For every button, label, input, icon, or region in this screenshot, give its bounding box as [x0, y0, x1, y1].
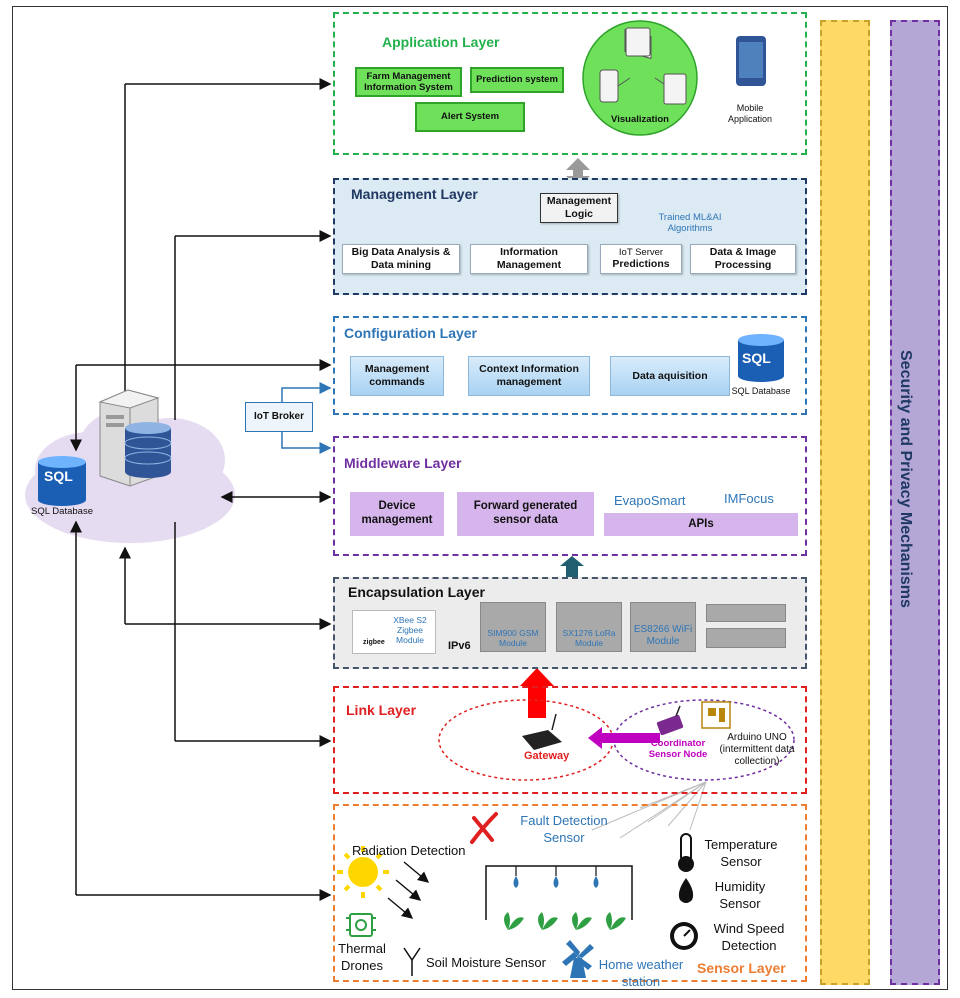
- grey-module-slot-1: [706, 604, 786, 622]
- visualization-label[interactable]: Visualization: [611, 114, 669, 125]
- big-data-box[interactable]: Big Data Analysis & Data mining: [342, 244, 460, 274]
- sensor-layer: [333, 804, 807, 982]
- thermometer-icon: [678, 833, 694, 872]
- iot-server-box[interactable]: IoT Server Predictions: [600, 244, 682, 274]
- humidity-sensor-label[interactable]: Humidity Sensor: [714, 879, 766, 911]
- left-connector-lines: [70, 78, 332, 901]
- wifi-module-box[interactable]: [630, 602, 696, 652]
- plant-icons: [504, 912, 626, 930]
- mobile-phone-icon: [736, 36, 766, 86]
- predictions-label: Predictions: [612, 258, 670, 271]
- gateway-label[interactable]: Gateway: [524, 750, 570, 762]
- wifi-label: ES8266 WiFi Module: [633, 624, 693, 647]
- database-icon: [124, 422, 172, 478]
- wind-speed-label[interactable]: Wind Speed Detection: [713, 921, 785, 953]
- temperature-sensor-label[interactable]: Temperature Sensor: [704, 837, 778, 869]
- application-layer-title: Application Layer: [382, 34, 500, 50]
- data-image-box[interactable]: Data & Image Processing: [690, 244, 796, 274]
- configuration-layer: [333, 316, 807, 415]
- gauge-icon: [670, 922, 698, 950]
- sql-cylinder-left: [38, 456, 86, 506]
- context-information-box[interactable]: Context Information management: [468, 356, 590, 396]
- iot-broker-box[interactable]: IoT Broker: [245, 402, 313, 432]
- lora-module-box[interactable]: [556, 602, 622, 652]
- diagram-frame: [12, 6, 948, 990]
- left-sql-label: SQL Database: [31, 506, 93, 517]
- gsm-label: SIM900 GSM Module: [487, 628, 539, 649]
- farm-mis-box[interactable]: Farm Management Information System: [355, 67, 462, 97]
- information-management-box[interactable]: Information Management: [470, 244, 588, 274]
- sensor-layer-title: Sensor Layer: [697, 960, 786, 976]
- evaposmart-label: EvapoSmart: [614, 493, 686, 508]
- config-sql-label: SQL Database: [731, 386, 791, 396]
- visualization-circle: [582, 20, 698, 136]
- apis-box[interactable]: APIs: [604, 513, 798, 536]
- gateway-router-icon: [522, 713, 562, 750]
- windmill-icon: [562, 940, 594, 978]
- prediction-system-box[interactable]: Prediction system: [470, 67, 564, 93]
- radiation-arrows: [387, 861, 430, 919]
- security-bar-purple: [890, 20, 940, 985]
- alert-system-box[interactable]: Alert System: [415, 102, 525, 132]
- weather-station-label[interactable]: Home weather station: [598, 957, 684, 989]
- middleware-layer: [333, 436, 807, 556]
- data-acquisition-box[interactable]: Data aquisition: [610, 356, 730, 396]
- soil-moisture-label[interactable]: Soil Moisture Sensor: [426, 955, 546, 970]
- xbee-label: XBee S2 Zigbee Module: [393, 615, 427, 646]
- imfocus-label: IMFocus: [724, 491, 774, 506]
- link-layer-title: Link Layer: [346, 702, 417, 718]
- zigbee-label: zigbee: [363, 639, 385, 646]
- red-x-icon: [470, 812, 498, 844]
- gsm-module-box[interactable]: [480, 602, 546, 652]
- management-layer-title: Management Layer: [351, 186, 478, 202]
- coordinator-label[interactable]: Coordinator Sensor Node: [648, 738, 708, 761]
- ipv6-label: IPv6: [448, 640, 471, 652]
- management-commands-box[interactable]: Management commands: [350, 356, 444, 396]
- thermal-drone-icon: [346, 913, 376, 937]
- magenta-arrow: [588, 727, 660, 749]
- iot-server-label: IoT Server: [618, 247, 664, 258]
- link-layer: [333, 686, 807, 794]
- radiation-detection-label[interactable]: Radiation Detection: [352, 843, 466, 858]
- red-up-arrow: [520, 668, 554, 718]
- encapsulation-layer-title: Encapsulation Layer: [348, 584, 485, 600]
- lora-label: SX1276 LoRa Module: [562, 628, 616, 649]
- sun-icon: [337, 846, 389, 898]
- thermal-drones-label[interactable]: Thermal Drones: [338, 941, 386, 973]
- grey-module-slot-2: [706, 628, 786, 648]
- trained-algorithms-label: Trained ML&AI Algorithms: [658, 212, 722, 235]
- security-bar-yellow: [820, 20, 870, 985]
- forward-data-box[interactable]: Forward generated sensor data: [457, 492, 594, 536]
- teal-up-arrow: [560, 556, 584, 578]
- iot-broker-connectors: [281, 382, 332, 454]
- middleware-layer-title: Middleware Layer: [344, 455, 462, 471]
- soil-moisture-icon: [403, 947, 421, 976]
- management-logic-box[interactable]: Management Logic: [540, 193, 618, 223]
- fault-detection-label[interactable]: Fault Detection Sensor: [520, 813, 608, 845]
- arduino-label[interactable]: Arduino UNO (intermittent data collectio…: [719, 732, 795, 767]
- coordinator-node-icon: [656, 705, 684, 736]
- mobile-app-label[interactable]: Mobile Application: [727, 103, 773, 124]
- sql-cylinder-config: [738, 334, 784, 382]
- irrigation-system: [485, 865, 633, 930]
- application-layer: [333, 12, 807, 155]
- left-sql-badge: SQL: [44, 468, 73, 484]
- zigbee-module-box[interactable]: [352, 610, 436, 654]
- configuration-layer-title: Configuration Layer: [344, 325, 478, 341]
- sensor-fan-lines: [591, 781, 707, 839]
- device-management-box[interactable]: Device management: [350, 492, 444, 536]
- config-sql-badge: SQL: [742, 350, 771, 366]
- devices-icon: [599, 27, 687, 105]
- droplet-icon: [678, 878, 694, 903]
- arduino-board-icon: [701, 701, 731, 729]
- security-label: Security and Privacy Mechanisms: [897, 350, 914, 608]
